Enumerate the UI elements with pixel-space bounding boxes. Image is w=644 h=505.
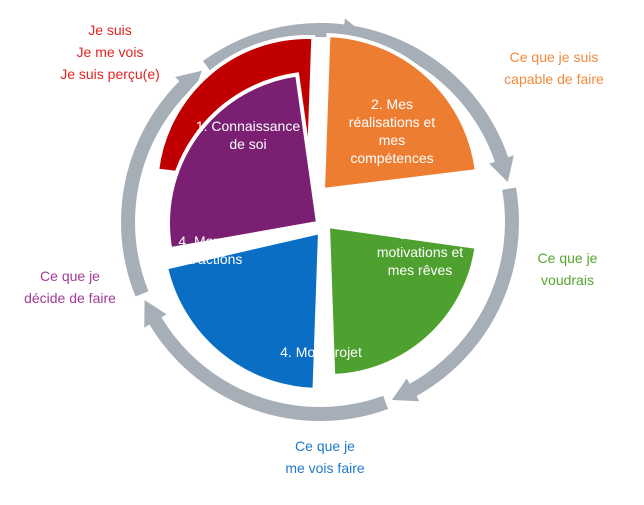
segment-label-line: 4. Mon projet — [280, 344, 362, 360]
outer-label-line: décide de faire — [24, 290, 116, 306]
segment-label-motivations: 3. Mes motivations et mes rêves — [377, 226, 463, 278]
cycle-arrow-arc — [406, 187, 519, 398]
cycle-arrowhead — [489, 155, 514, 183]
outer-label-line: Ce que je suis — [509, 49, 599, 65]
outer-label-line: Je suis perçu(e) — [60, 66, 160, 82]
outer-label-line: Ce que je — [537, 250, 598, 266]
segment-label-line: compétences — [350, 150, 433, 166]
cycle-arrowhead — [391, 378, 420, 402]
segment-label-line: 2. Mes — [371, 96, 413, 112]
cycle-arrow-ring — [121, 18, 519, 421]
segment-label-self: 1. Connaissance de soi — [196, 118, 301, 152]
outer-label-line: Ce que je — [295, 438, 355, 454]
outer-label-achievements: Ce que je suis capable de faire — [470, 46, 638, 90]
segment-label-line: motivations et — [377, 244, 463, 260]
segment-achievements — [320, 33, 480, 193]
cycle-arrow-arc — [203, 23, 348, 73]
pie-segments — [154, 33, 480, 392]
segment-label-plan: 4. Mon plan d'actions — [178, 233, 251, 267]
segment-project — [163, 229, 323, 392]
outer-label-self: Je suis Je me vois Je suis perçu(e) — [30, 19, 190, 85]
segment-label-line: 3. Mes — [399, 226, 441, 242]
segment-plan — [166, 72, 321, 252]
outer-label-line: me vois faire — [285, 460, 365, 476]
segment-label-line: 4. Mon plan — [178, 233, 251, 249]
cycle-arrowhead — [144, 300, 167, 328]
cycle-arrow-arc — [147, 314, 389, 421]
segment-label-line: 1. Connaissance — [196, 118, 301, 134]
outer-label-line: voudrais — [541, 272, 594, 288]
segment-label-line: mes — [379, 132, 405, 148]
outer-label-project: Ce que je me vois faire — [255, 435, 395, 479]
outer-label-plan: Ce que je décide de faire — [0, 265, 140, 309]
segment-label-line: réalisations et — [349, 114, 435, 130]
segment-label-line: de soi — [229, 136, 266, 152]
segment-label-achievements: 2. Mes réalisations et mes compétences — [349, 96, 435, 166]
segment-motivations — [325, 223, 479, 378]
outer-label-motivations: Ce que je voudrais — [505, 247, 630, 291]
segment-label-project: 4. Mon projet — [280, 344, 362, 360]
outer-label-line: capable de faire — [504, 71, 604, 87]
outer-label-line: Je me vois — [76, 44, 144, 60]
segment-label-line: mes rêves — [388, 262, 453, 278]
segment-labels: 1. Connaissance de soi 2. Mes réalisations … — [178, 96, 463, 360]
cycle-arrow-arc — [121, 78, 192, 297]
outer-label-line: Ce que je — [40, 268, 100, 284]
outer-label-line: Je suis — [88, 22, 132, 38]
segment-label-line: d'actions — [188, 251, 243, 267]
